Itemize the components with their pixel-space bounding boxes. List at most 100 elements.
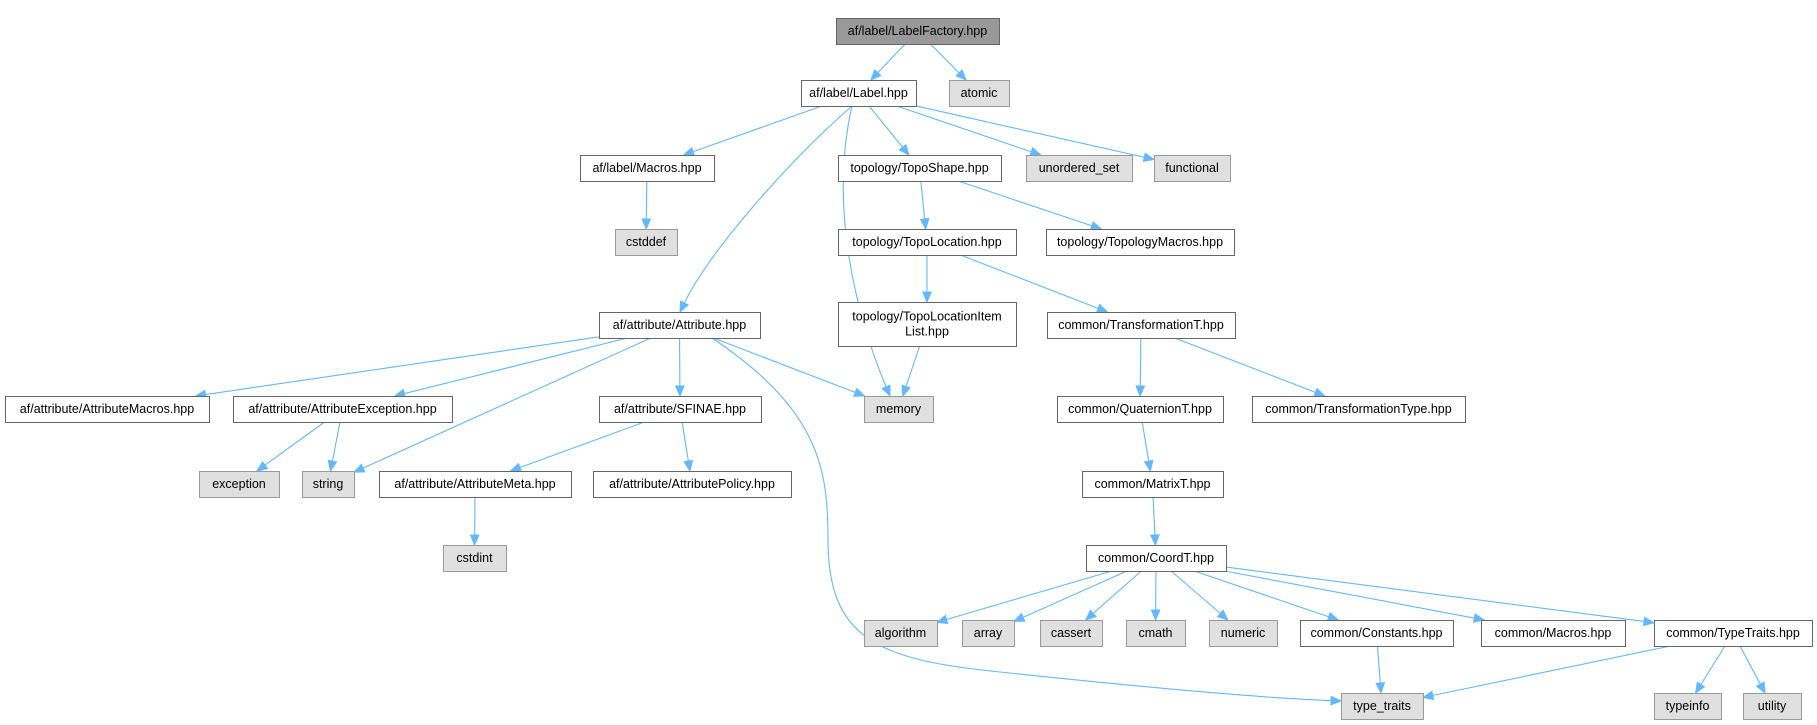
node-quaterniont[interactable]: common/QuaternionT.hpp xyxy=(1057,396,1224,423)
edge-arrowhead xyxy=(853,387,866,397)
node-transformationt[interactable]: common/TransformationT.hpp xyxy=(1047,312,1236,339)
edge-line xyxy=(1431,645,1671,697)
node-macros_label[interactable]: af/label/Macros.hpp xyxy=(580,155,715,182)
node-attributeexception[interactable]: af/attribute/AttributeException.hpp xyxy=(233,396,453,423)
node-label: cmath xyxy=(1138,626,1172,640)
edge-arrowhead xyxy=(922,291,932,304)
edge-arrowhead xyxy=(1149,534,1160,547)
edge-matrixt-to-coordt xyxy=(1149,496,1160,547)
edge-line xyxy=(1170,570,1222,615)
node-box xyxy=(1252,396,1466,423)
node-label: common/Macros.hpp xyxy=(1495,626,1612,640)
edge-line xyxy=(876,43,906,74)
node-toposhape[interactable]: topology/TopoShape.hpp xyxy=(838,155,1002,182)
nodes-layer: af/label/LabelFactory.hpp af/label/Label.… xyxy=(5,18,1813,720)
edge-sfinae-to-attributemeta xyxy=(509,421,645,473)
node-label: af/attribute/AttributeMeta.hpp xyxy=(394,477,555,491)
edge-arrowhead xyxy=(935,614,949,625)
edge-line xyxy=(645,180,648,221)
edge-macros_label-to-cstddef xyxy=(641,180,652,231)
edge-arrowhead xyxy=(1313,387,1327,397)
node-attribute[interactable]: af/attribute/Attribute.hpp xyxy=(599,312,761,339)
edge-label-to-functional xyxy=(915,105,1156,162)
node-type_traits[interactable]: type_traits xyxy=(1341,693,1424,720)
node-atomic[interactable]: atomic xyxy=(949,80,1010,107)
edge-attribute-to-attributeexception xyxy=(393,337,628,399)
node-attributemeta[interactable]: af/attribute/AttributeMeta.hpp xyxy=(379,471,572,498)
node-unordered_set[interactable]: unordered_set xyxy=(1026,155,1133,182)
edge-line xyxy=(868,105,904,149)
edge-line xyxy=(1224,570,1476,619)
edge-coordt-to-array xyxy=(1012,570,1128,622)
node-label: utility xyxy=(1758,699,1787,713)
edge-line xyxy=(842,105,888,388)
edge-transformationt-to-transformationtype xyxy=(1174,337,1327,397)
edge-arrowhead xyxy=(674,385,685,398)
edge-attribute-to-string xyxy=(352,337,651,473)
node-labelfactory[interactable]: af/label/LabelFactory.hpp xyxy=(836,18,1000,45)
node-label: cstdint xyxy=(456,551,493,565)
edge-line xyxy=(204,336,600,396)
node-typetraits_hpp[interactable]: common/TypeTraits.hpp xyxy=(1654,620,1813,647)
edge-line xyxy=(1699,645,1726,686)
edge-coordt-to-algorithm xyxy=(935,570,1112,625)
node-macros_common[interactable]: common/Macros.hpp xyxy=(1481,620,1626,647)
node-topologymacros[interactable]: topology/TopologyMacros.hpp xyxy=(1046,229,1235,256)
node-box xyxy=(1126,620,1186,647)
node-attributemacros[interactable]: af/attribute/AttributeMacros.hpp xyxy=(5,396,210,423)
node-typeinfo[interactable]: typeinfo xyxy=(1654,693,1722,720)
edge-line xyxy=(1225,566,1646,623)
node-matrixt[interactable]: common/MatrixT.hpp xyxy=(1082,471,1224,498)
edge-line xyxy=(1739,645,1762,686)
edge-transformationt-to-quaterniont xyxy=(1135,337,1146,398)
node-sfinae[interactable]: af/attribute/SFINAE.hpp xyxy=(599,396,762,423)
edge-line xyxy=(1194,570,1330,618)
edge-coordt-to-cmath xyxy=(1150,570,1161,622)
node-box xyxy=(1209,620,1278,647)
node-attributepolicy[interactable]: af/attribute/AttributePolicy.hpp xyxy=(593,471,792,498)
edge-labelfactory-to-atomic xyxy=(930,43,968,81)
node-box xyxy=(801,80,917,107)
node-coordt[interactable]: common/CoordT.hpp xyxy=(1086,545,1227,572)
edge-label-to-attribute xyxy=(679,105,853,314)
node-array[interactable]: array xyxy=(962,620,1015,647)
edge-line xyxy=(361,337,651,470)
node-label[interactable]: af/label/Label.hpp xyxy=(801,80,917,107)
edge-arrowhead xyxy=(1095,303,1109,313)
node-utility[interactable]: utility xyxy=(1743,693,1802,720)
node-cstddef[interactable]: cstddef xyxy=(615,229,678,256)
node-cmath[interactable]: cmath xyxy=(1126,620,1186,647)
node-topolocation[interactable]: topology/TopoLocation.hpp xyxy=(838,229,1017,256)
node-label: common/MatrixT.hpp xyxy=(1094,477,1210,491)
node-box xyxy=(593,471,792,498)
edge-line xyxy=(691,105,823,153)
node-functional[interactable]: functional xyxy=(1154,155,1231,182)
node-label: array xyxy=(974,626,1003,640)
node-memory[interactable]: memory xyxy=(864,396,934,423)
edge-arrowhead xyxy=(1326,611,1340,622)
node-box xyxy=(1026,155,1133,182)
node-exception[interactable]: exception xyxy=(199,471,280,498)
node-box xyxy=(1040,620,1103,647)
node-numeric[interactable]: numeric xyxy=(1209,620,1278,647)
node-cstdint[interactable]: cstdint xyxy=(443,545,507,572)
node-box xyxy=(1300,620,1454,647)
edge-arrowhead xyxy=(955,69,968,81)
node-label: common/Constants.hpp xyxy=(1310,626,1442,640)
node-label: functional xyxy=(1165,161,1219,175)
node-string[interactable]: string xyxy=(302,471,355,498)
node-box xyxy=(233,396,453,423)
node-box xyxy=(1082,471,1224,498)
edge-arrowhead xyxy=(1330,695,1343,706)
node-constants[interactable]: common/Constants.hpp xyxy=(1300,620,1454,647)
node-label: List.hpp xyxy=(905,325,949,339)
edge-topolocation-to-topolocationitemlist xyxy=(922,255,932,304)
node-box xyxy=(1046,229,1235,256)
edge-arrowhead xyxy=(679,300,690,314)
node-transformationtype[interactable]: common/TransformationType.hpp xyxy=(1252,396,1466,423)
node-label: af/attribute/AttributeException.hpp xyxy=(248,402,436,416)
node-algorithm[interactable]: algorithm xyxy=(864,620,938,647)
node-label: exception xyxy=(212,477,266,491)
node-cassert[interactable]: cassert xyxy=(1040,620,1103,647)
